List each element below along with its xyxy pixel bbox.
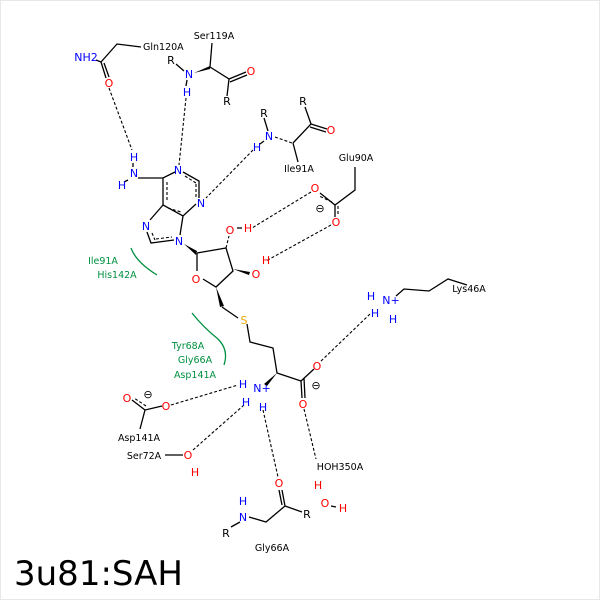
atom-h: H [259,401,267,414]
atom-h: H [239,495,247,508]
atom-o: O [332,216,341,229]
hbond-gln120 [108,87,133,151]
atom-h: H [339,502,347,515]
atom-h: H [242,396,250,409]
atom-o: O [321,497,330,510]
atom-h: H [253,141,261,154]
atom-h: H [239,378,247,391]
atom-r: R [260,107,268,120]
residue-label-glu90: Glu90A [339,153,374,164]
atom-n: N [197,197,205,210]
atom-o: O [313,360,322,373]
residue-label-gly66: Gly66A [255,543,290,554]
atom-h: H [314,479,322,492]
atom-o: O [247,65,256,78]
atom-o: O [311,182,320,195]
atom-h: H [118,179,126,192]
residue-label-gln120: Gln120A [143,42,184,53]
atom-h: H [183,86,191,99]
atom-n-plus: N+ [382,294,399,307]
hbond-gly66 [262,409,279,478]
atom-r: R [167,54,175,67]
residue-label-hoh350: HOH350A [317,462,364,473]
atom-h: H [262,254,270,267]
hbond-ser119 [178,97,187,166]
residue-label-lys46: Lys46A [452,284,486,295]
atom-h: H [367,290,375,303]
atom-n: N [142,220,150,233]
residue-label-ser72: Ser72A [127,451,162,462]
atom-r: R [299,95,307,108]
hydrogen-bonds [108,87,371,478]
hbond-asp141 [170,384,239,406]
atom-o: O [327,124,336,137]
hbond-ile91 [205,149,254,199]
hydrophobic-label-his142: His142A [97,270,137,281]
charge-minus: ⊖ [311,379,320,392]
atom-o: O [275,477,284,490]
atom-o: O [123,392,132,405]
atom-nh2: NH2 [74,51,98,64]
bonds [95,42,468,528]
diagram-title: 3u81:SAH [14,554,183,594]
atom-n: N [130,167,138,180]
residue-label-ser119: Ser119A [194,31,235,42]
hydrophobic-arc-2 [191,312,227,366]
atom-r: R [223,95,231,108]
residue-label-asp141: Asp141A [118,433,161,444]
atom-o: O [192,273,201,286]
atom-h: H [371,307,379,320]
atom-o: O [105,77,114,90]
atom-n: N [265,130,273,143]
atom-o: O [299,398,308,411]
hbond-glu90-a [251,191,312,229]
atom-labels: NH2 O R N H O R R N H R O O O ⊖ H N H N … [74,51,399,540]
atom-r: R [222,527,230,540]
atom-n: N [175,235,183,248]
hbond-hoh350 [303,408,317,460]
atom-o: O [162,400,171,413]
atom-n-plus: N+ [253,382,270,395]
hbond-glu90-b [265,224,332,262]
atom-o: O [226,224,235,237]
atom-h: H [244,222,252,235]
hydrophobic-label-gly66: Gly66A [178,355,213,366]
atom-s: S [241,314,248,327]
hydrophobic-label-tyr68: Tyr68A [171,341,205,352]
hydrophobic-label-asp141: Asp141A [174,370,217,381]
atom-o: O [184,449,193,462]
hydrophobic-label-ile91: Ile91A [88,256,118,267]
charge-minus: ⊖ [143,388,152,401]
atom-n: N [185,68,193,81]
atom-n: N [239,511,247,524]
hbond-lys46 [319,313,371,363]
atom-h: H [130,151,138,164]
hydrophobic-arc-1 [130,247,158,276]
hbond-ser72 [192,404,245,451]
residue-labels: Gln120A Ser119A Ile91A Glu90A Lys46A Asp… [88,31,486,554]
residue-label-ile91: Ile91A [284,164,314,175]
atom-h: H [191,466,199,479]
atom-h: H [389,313,397,326]
atom-n: N [174,164,182,177]
atom-r: R [303,508,311,521]
atom-o: O [252,268,261,281]
charge-minus: ⊖ [315,202,324,215]
